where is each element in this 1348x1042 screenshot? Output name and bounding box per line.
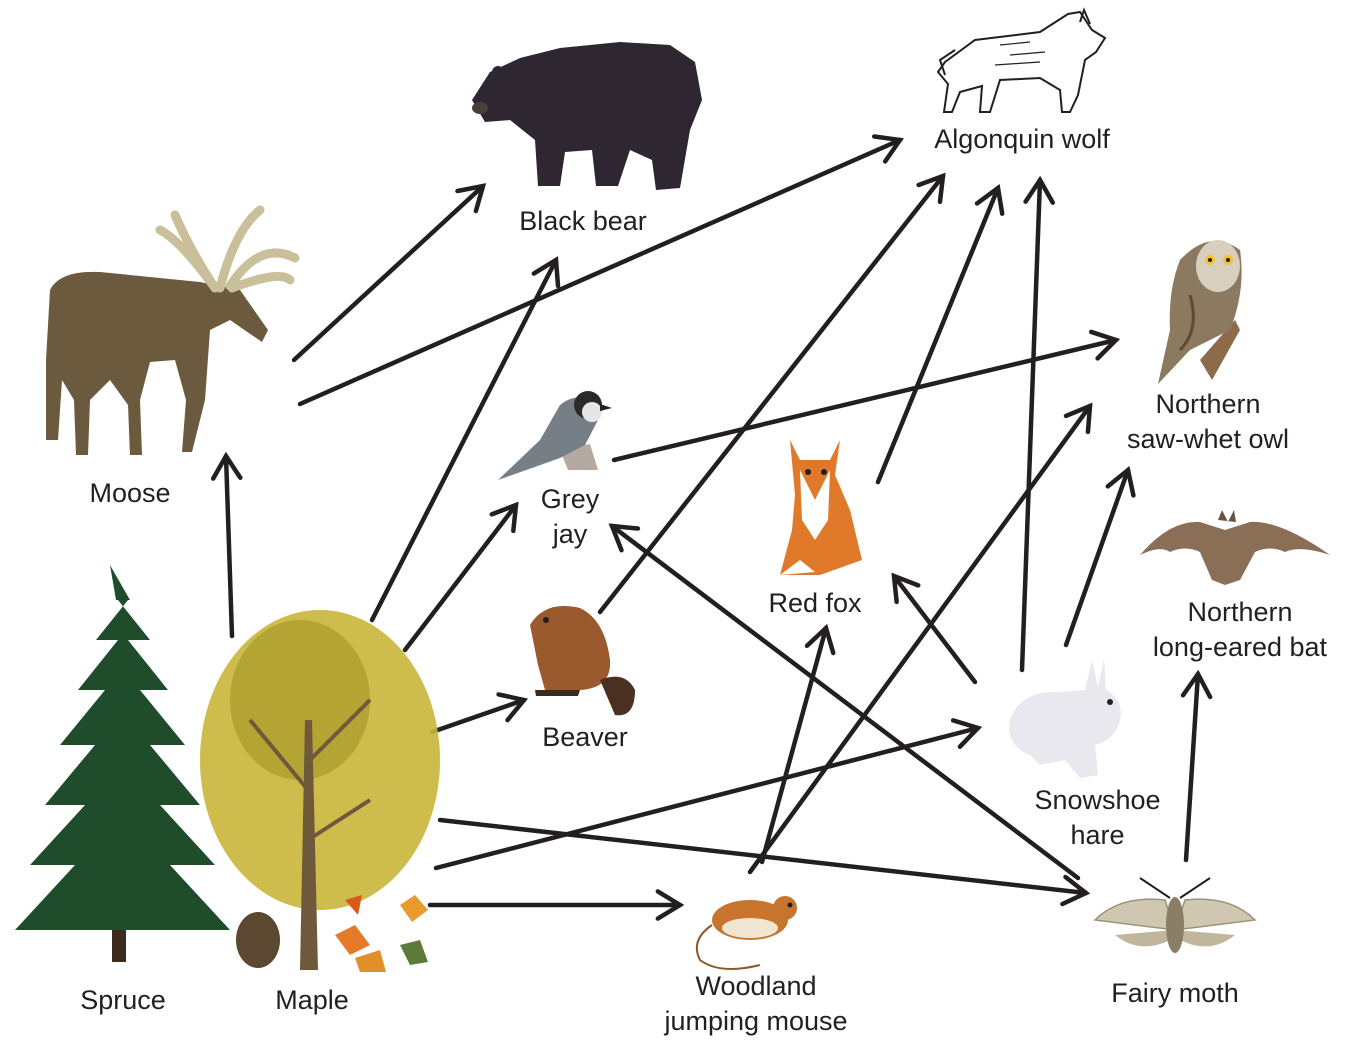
maple-tree-icon xyxy=(200,610,440,972)
spruce-tree-icon xyxy=(15,565,230,962)
label-fox: Red fox xyxy=(750,586,880,621)
label-bear-line: Black bear xyxy=(493,204,673,239)
label-beaver: Beaver xyxy=(520,720,650,755)
bat-icon xyxy=(1140,510,1330,585)
red-fox-icon xyxy=(780,440,862,575)
label-maple: Maple xyxy=(252,983,372,1018)
moose-icon xyxy=(46,210,295,455)
label-jay-line: Grey xyxy=(510,482,630,517)
grey-jay-icon xyxy=(498,391,612,480)
label-moose-line: Moose xyxy=(70,476,190,511)
beaver-icon xyxy=(530,606,635,715)
label-spruce-line: Spruce xyxy=(58,983,188,1018)
label-bat-line: Northern xyxy=(1120,595,1348,630)
mouse-icon xyxy=(697,896,797,969)
label-wolf-line: Algonquin wolf xyxy=(907,122,1137,157)
label-mouse-line: Woodland xyxy=(636,969,876,1004)
label-mouse-line: jumping mouse xyxy=(636,1004,876,1039)
moth-icon xyxy=(1095,878,1255,953)
label-bat-line: long-eared bat xyxy=(1120,630,1348,665)
label-beaver-line: Beaver xyxy=(520,720,650,755)
label-wolf: Algonquin wolf xyxy=(907,122,1137,157)
label-bear: Black bear xyxy=(493,204,673,239)
label-spruce: Spruce xyxy=(58,983,188,1018)
label-owl-line: saw-whet owl xyxy=(1098,422,1318,457)
label-moth: Fairy moth xyxy=(1085,976,1265,1011)
snowshoe-hare-icon xyxy=(1009,658,1121,778)
label-fox-line: Red fox xyxy=(750,586,880,621)
label-owl-line: Northern xyxy=(1098,387,1318,422)
label-moose: Moose xyxy=(70,476,190,511)
owl-icon xyxy=(1158,240,1242,384)
wolf-icon xyxy=(938,10,1105,112)
label-moth-line: Fairy moth xyxy=(1085,976,1265,1011)
label-hare-line: hare xyxy=(1010,818,1185,853)
black-bear-icon xyxy=(472,42,702,190)
label-hare-line: Snowshoe xyxy=(1010,783,1185,818)
label-maple-line: Maple xyxy=(252,983,372,1018)
label-jay-line: jay xyxy=(510,517,630,552)
